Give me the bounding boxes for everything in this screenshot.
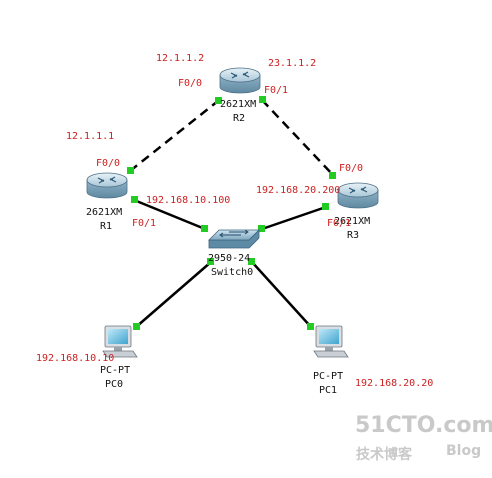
link-r3-switch xyxy=(261,205,327,231)
link-r1-r2-serial xyxy=(129,100,219,172)
watermark-blog-cn: 技术博客 xyxy=(356,446,413,463)
r1-model-label: 2621XM xyxy=(86,207,122,218)
router-r1[interactable] xyxy=(86,172,128,199)
pc-screen xyxy=(319,329,339,344)
switch-arrows xyxy=(219,229,249,238)
link-switch-pc0 xyxy=(135,261,212,328)
pc-stand xyxy=(325,347,333,351)
r2-left-ip-label: 12.1.1.2 xyxy=(156,53,204,64)
r3-f01-label: F0/1 xyxy=(327,218,351,229)
router-top xyxy=(219,67,261,83)
keyboard-icon xyxy=(313,350,349,358)
dot-r2-f00 xyxy=(215,97,222,104)
pc-stand xyxy=(114,347,122,351)
dot-sw-pc1 xyxy=(248,258,255,265)
pc0-name-label: PC0 xyxy=(105,379,123,390)
r1-f01-label: F0/1 xyxy=(132,218,156,229)
watermark-site: 51CTO.com xyxy=(355,413,492,438)
dot-r2-f01 xyxy=(259,96,266,103)
watermark-blog-en: Blog xyxy=(446,443,481,459)
dot-r3-f01 xyxy=(322,203,329,210)
switch-model-label: 2950-24 xyxy=(208,253,250,264)
link-endpoint-dots xyxy=(127,96,336,330)
r1-f00-label: F0/0 xyxy=(96,158,120,169)
pc1-name-label: PC1 xyxy=(319,385,337,396)
dot-pc1 xyxy=(307,323,314,330)
router-r2[interactable] xyxy=(219,67,261,94)
router-arrows xyxy=(97,176,117,184)
r1-lan-ip-label: 192.168.10.100 xyxy=(146,195,230,206)
dot-pc0 xyxy=(133,323,140,330)
dot-sw-r1 xyxy=(201,225,208,232)
pc0-model-label: PC-PT xyxy=(100,365,130,376)
pc-pc0[interactable] xyxy=(102,325,138,358)
router-r3[interactable] xyxy=(337,182,379,209)
r3-name-label: R3 xyxy=(347,230,359,241)
r1-top-ip-label: 12.1.1.1 xyxy=(66,131,114,142)
dot-sw-pc0 xyxy=(207,258,214,265)
r2-name-label: R2 xyxy=(233,113,245,124)
link-r2-r3-serial xyxy=(261,99,335,177)
switch-switch0[interactable] xyxy=(208,229,260,249)
dot-r1-f00 xyxy=(127,167,134,174)
keyboard-icon xyxy=(102,350,138,358)
router-top xyxy=(86,172,128,188)
r2-model-label: 2621XM xyxy=(220,99,256,110)
router-arrows xyxy=(230,71,250,79)
pc0-ip-label: 192.168.10.10 xyxy=(36,353,114,364)
router-arrows xyxy=(348,186,368,194)
pc1-model-label: PC-PT xyxy=(313,371,343,382)
dot-sw-r3 xyxy=(258,225,265,232)
r2-f01-label: F0/1 xyxy=(264,85,288,96)
r2-f00-label: F0/0 xyxy=(178,78,202,89)
pc-pc1[interactable] xyxy=(313,325,349,358)
dot-r3-f00 xyxy=(329,172,336,179)
switch-name-label: Switch0 xyxy=(211,267,253,278)
r1-name-label: R1 xyxy=(100,221,112,232)
pc1-ip-label: 192.168.20.20 xyxy=(355,378,433,389)
router-top xyxy=(337,182,379,198)
link-r1-switch xyxy=(133,198,206,231)
r3-model-label: 2621XM xyxy=(334,216,370,227)
dot-r1-f01 xyxy=(131,196,138,203)
r3-lan-ip-label: 192.168.20.200 xyxy=(256,185,340,196)
r3-f00-label: F0/0 xyxy=(339,163,363,174)
r2-right-ip-label: 23.1.1.2 xyxy=(268,58,316,69)
link-switch-pc1 xyxy=(251,261,312,328)
pc-screen xyxy=(108,329,128,344)
